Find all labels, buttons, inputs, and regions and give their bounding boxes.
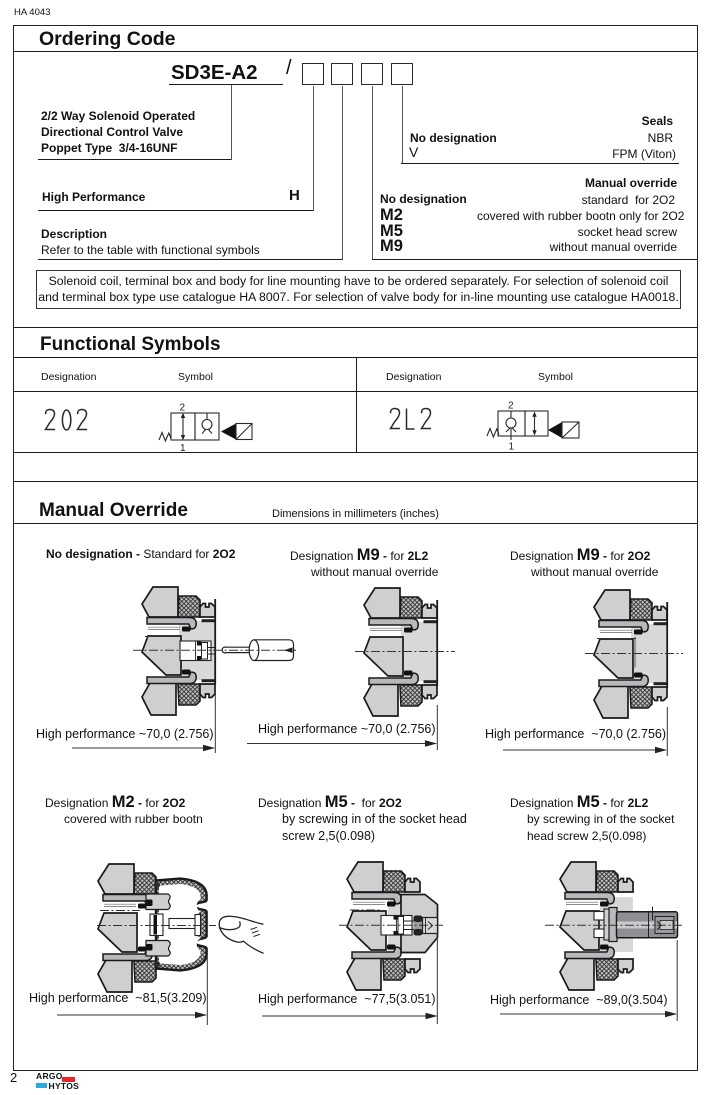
- svg-text:2: 2: [508, 401, 514, 412]
- svg-text:2: 2: [180, 403, 186, 414]
- svg-text:1: 1: [180, 443, 186, 454]
- svg-text:1: 1: [509, 442, 515, 453]
